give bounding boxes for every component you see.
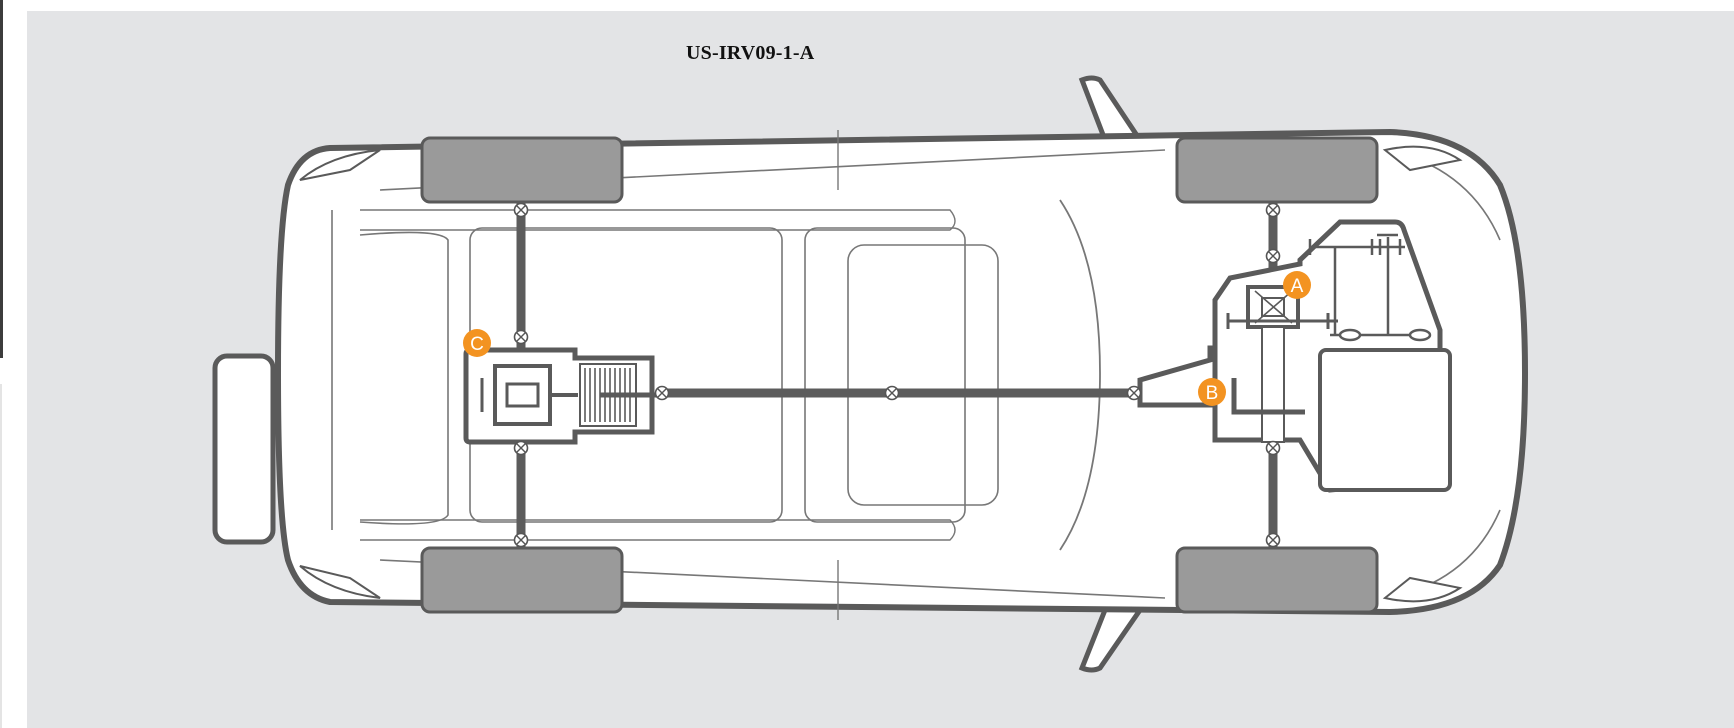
cabin-section-mid (804, 227, 966, 523)
marker-c: C (463, 329, 491, 357)
sunroof (847, 244, 999, 506)
rear-left-tire (420, 136, 624, 204)
ujoint-prop-front (1126, 385, 1142, 401)
ujoint-front-top (1265, 202, 1281, 218)
car-body (274, 128, 1529, 616)
ujoint-rear-bottom (513, 532, 529, 548)
ujoint-front-upper (1265, 248, 1281, 264)
front-right-tire (1175, 546, 1379, 614)
front-diff-cross (1254, 290, 1293, 324)
marker-a: A (1283, 271, 1311, 299)
windshield (1059, 199, 1101, 551)
upper-sill (360, 209, 956, 231)
gear-train (1308, 233, 1432, 342)
ujoint-front-bottom (1265, 532, 1281, 548)
ujoint-rear-upper (513, 329, 529, 345)
ujoint-prop-rear (654, 385, 670, 401)
ujoint-rear-top (513, 202, 529, 218)
lower-sill (360, 519, 956, 541)
marker-b-label: B (1206, 383, 1219, 404)
marker-c-label: C (470, 334, 484, 355)
taillight-bottom (299, 565, 381, 599)
left-rule-light (0, 384, 2, 728)
marker-b: B (1198, 378, 1226, 406)
ujoint-rear-lower (513, 440, 529, 456)
front-left-tire (1175, 136, 1379, 204)
headlight-bottom (1382, 576, 1463, 603)
ujoint-front-lower (1265, 440, 1281, 456)
ujoint-prop-center (884, 385, 900, 401)
rear-hitch (212, 353, 276, 545)
rear-right-tire (420, 546, 624, 614)
transmission-housing (1318, 348, 1452, 492)
left-rule (0, 0, 3, 358)
figure-id: US-IRV09-1-A (686, 42, 815, 64)
front-pinion-shaft (1261, 326, 1285, 443)
headlight-top (1382, 145, 1463, 172)
rear-diff-core (505, 382, 540, 408)
marker-a-label: A (1291, 276, 1304, 297)
rear-seat-area (359, 231, 449, 525)
transfer-case-bracket (1231, 378, 1305, 415)
taillight-top (299, 149, 381, 181)
